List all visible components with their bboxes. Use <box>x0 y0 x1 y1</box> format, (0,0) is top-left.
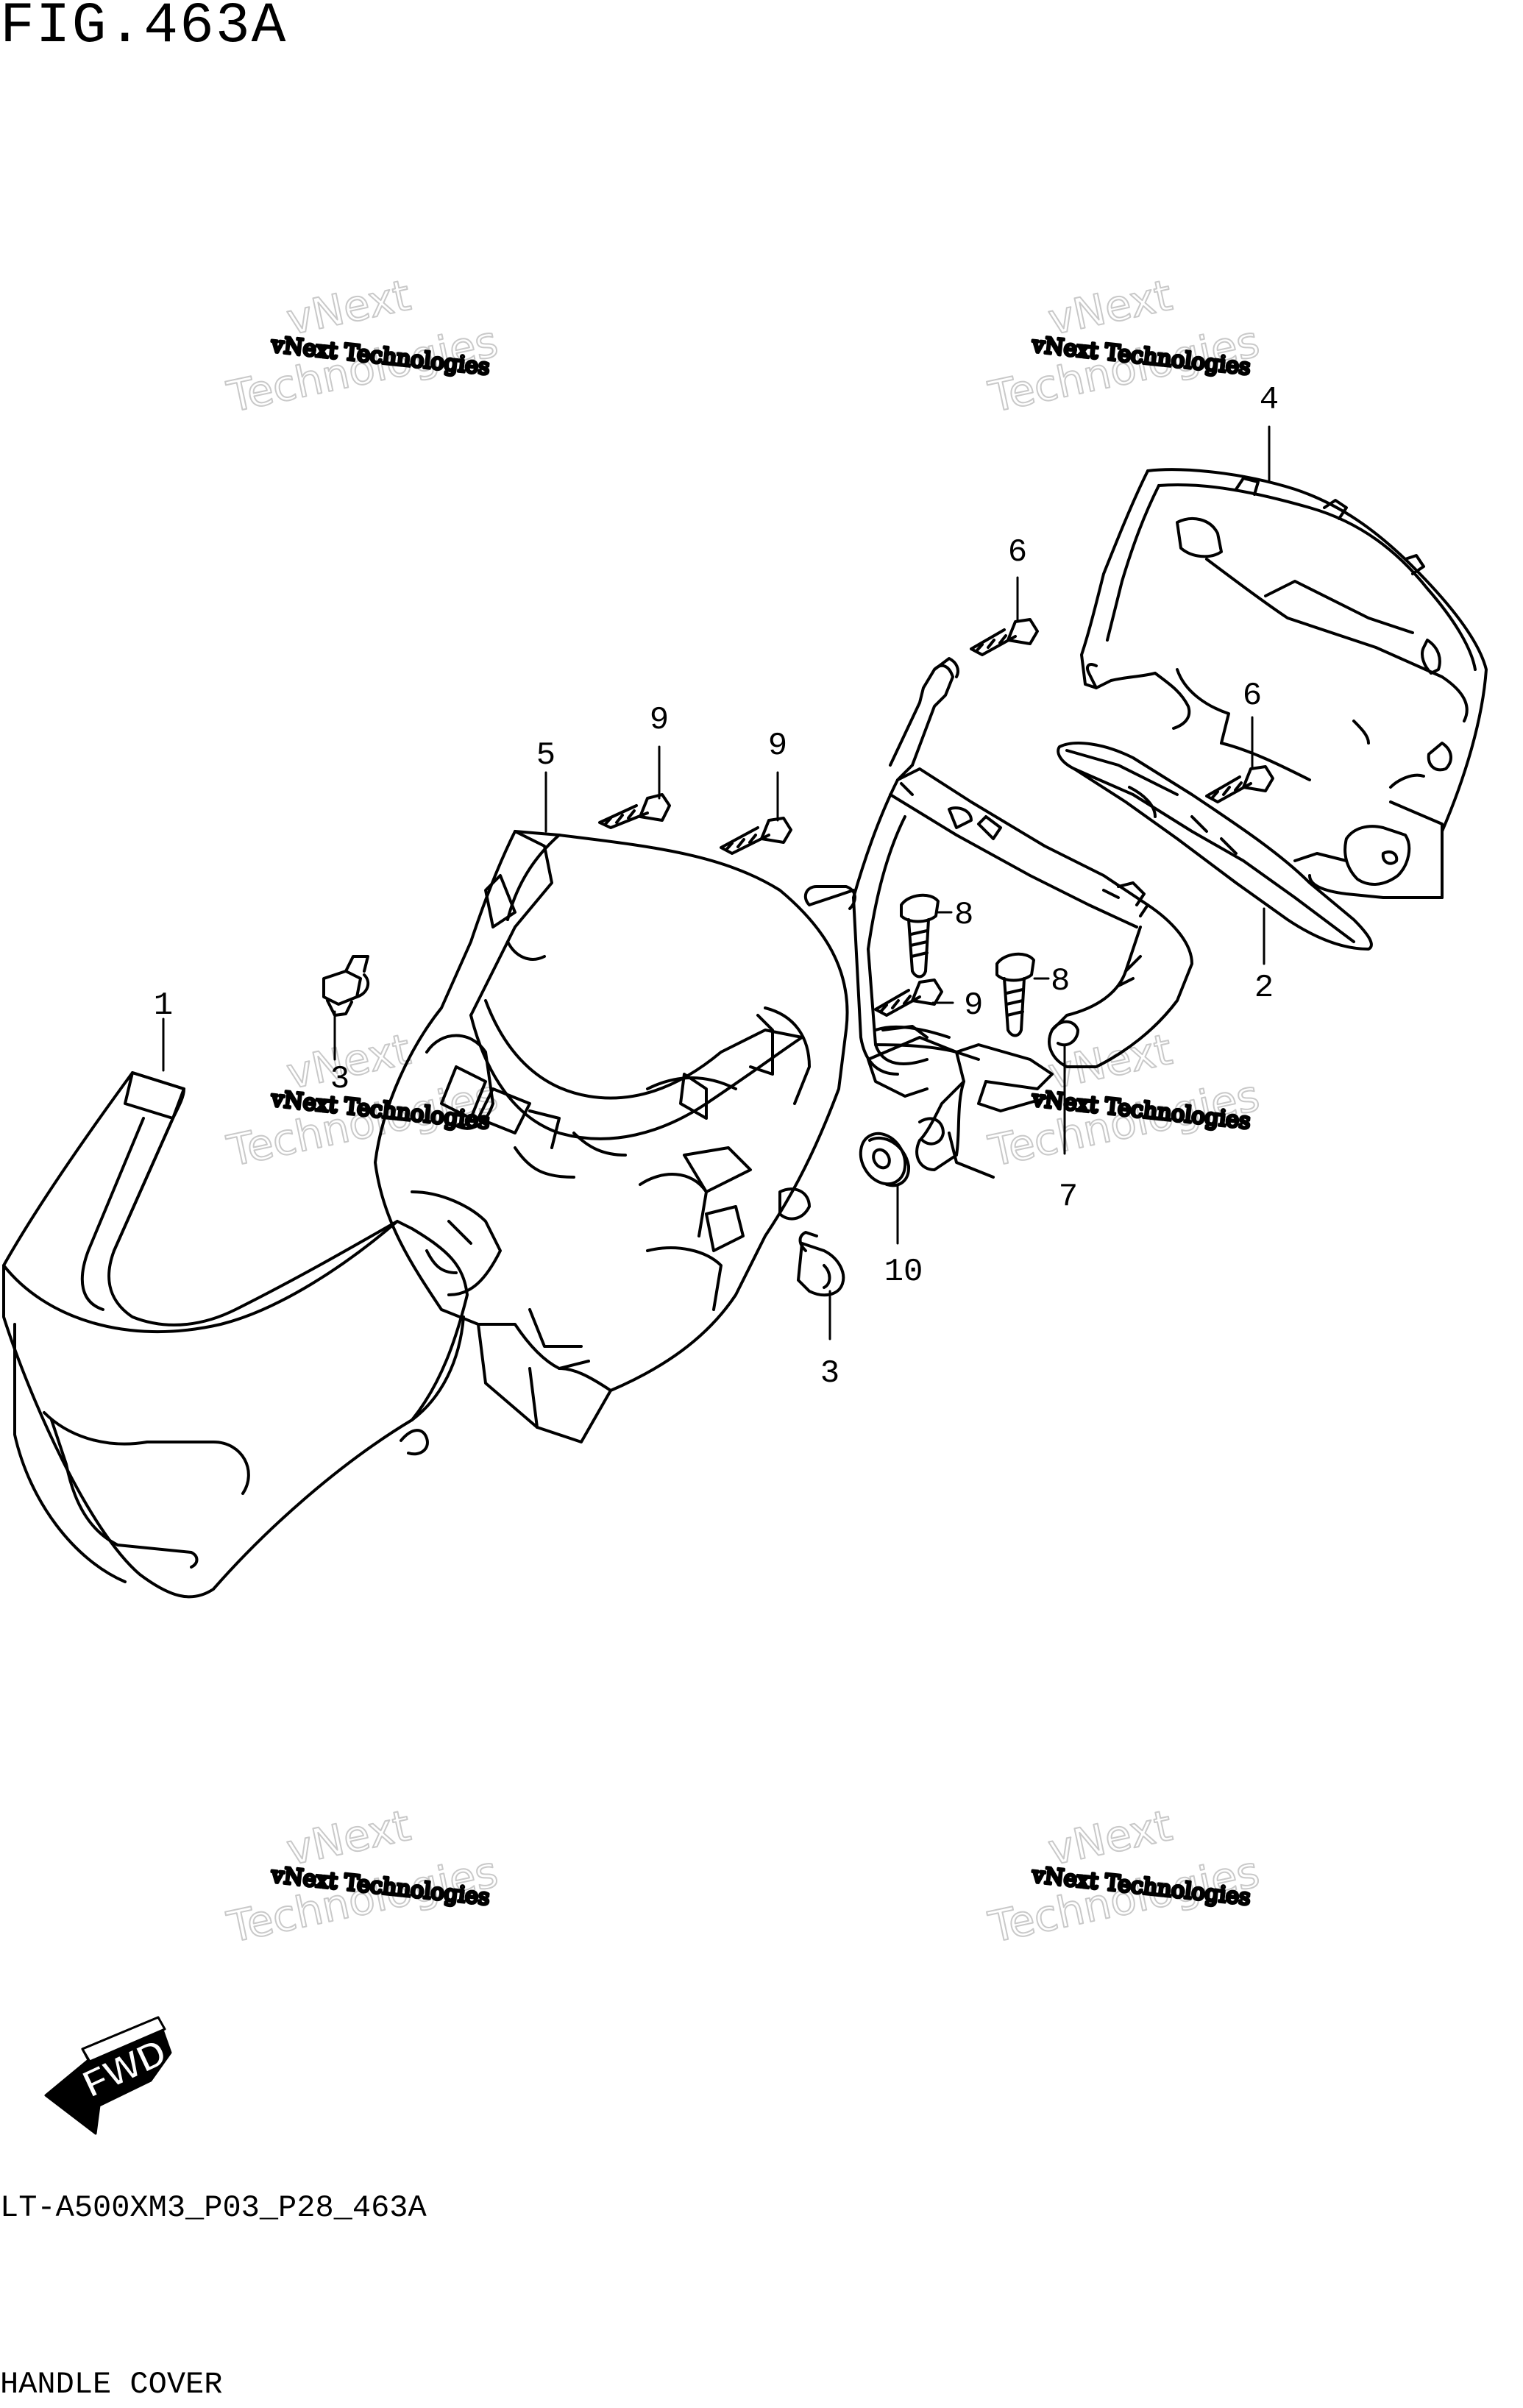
svg-text:vNext: vNext <box>283 270 415 345</box>
part-10-grommet <box>859 1132 911 1187</box>
watermark-bottom-left: vNext Technologies vNext Technologies <box>222 1800 503 1953</box>
part-9-screw-c <box>874 979 943 1017</box>
watermark-top-right: vNext Technologies vNext Technologies <box>984 269 1265 423</box>
callout-3-left: 3 <box>330 1061 349 1098</box>
callout-2: 2 <box>1254 970 1274 1006</box>
watermark-mid-right: vNext Technologies vNext Technologies <box>984 1023 1265 1177</box>
part-2-visor-lower <box>1057 742 1373 951</box>
part-9-screw-a <box>598 793 671 829</box>
callout-6-right: 6 <box>1243 678 1262 714</box>
callout-10: 10 <box>884 1254 923 1290</box>
callout-3-right: 3 <box>820 1355 839 1392</box>
part-6-screw-a <box>970 618 1039 656</box>
callout-7: 7 <box>1059 1179 1078 1215</box>
callout-numbers: 1 2 3 3 4 5 6 6 7 8 8 9 9 9 10 <box>154 382 1279 1392</box>
callout-4: 4 <box>1260 382 1279 419</box>
watermark-mid-left: vNext Technologies vNext Technologies <box>222 1023 503 1177</box>
part-9-screw-b <box>720 817 792 855</box>
section-name: HANDLE COVER <box>0 2367 223 2402</box>
part-6-screw-b <box>1205 765 1274 803</box>
part-8-bolt-a <box>900 893 940 979</box>
callout-9-left: 9 <box>650 702 669 739</box>
part-3-push-rivet-right <box>797 1231 845 1297</box>
svg-text:vNext: vNext <box>1044 1800 1176 1875</box>
callout-6-top: 6 <box>1008 534 1027 571</box>
callout-1: 1 <box>154 987 173 1024</box>
callout-5: 5 <box>536 737 555 774</box>
watermark-bottom-right: vNext Technologies vNext Technologies <box>984 1800 1265 1953</box>
watermark-top-left: vNext Technologies vNext Technologies <box>222 269 503 423</box>
callout-9-lower: 9 <box>964 987 983 1024</box>
part-8-bolt-b <box>995 952 1035 1037</box>
callout-9-middle: 9 <box>768 728 787 764</box>
fwd-direction-arrow: FWD <box>44 2016 174 2135</box>
drawing-code: LT-A500XM3_P03_P28_463A <box>0 2190 427 2226</box>
part-5-inner-handle-cover <box>374 830 849 1443</box>
part-7-bracket <box>803 657 1193 1179</box>
figure-title: FIG.463A <box>0 0 288 59</box>
leader-lines <box>162 425 1271 1340</box>
part-4-meter-cover <box>1080 468 1488 899</box>
svg-text:vNext: vNext <box>1044 270 1176 345</box>
part-1-front-handle-cover <box>2 1071 469 1599</box>
callout-8-bottom: 8 <box>1051 963 1070 1000</box>
part-3-push-rivet-left <box>322 955 370 1017</box>
callout-8-top: 8 <box>954 897 973 934</box>
svg-text:vNext: vNext <box>283 1800 415 1875</box>
